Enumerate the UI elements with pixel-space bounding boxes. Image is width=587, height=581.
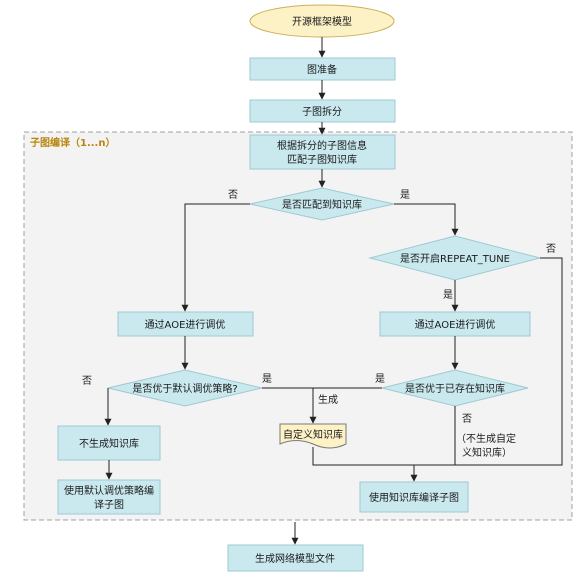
region-title: 子图编译（1...n） xyxy=(30,136,115,149)
aoe-right-box xyxy=(379,311,531,337)
no-kb-box xyxy=(57,425,161,461)
edge-label-matched-yes: 是 xyxy=(400,189,410,201)
match-info-label-2: 匹配子图知识库 xyxy=(287,153,357,166)
edge-label-matched-no: 否 xyxy=(228,189,238,201)
matched-decision-label: 是否匹配到知识库 xyxy=(282,198,362,211)
better-existing-decision-label: 是否优于已存在知识库 xyxy=(405,382,505,395)
custom-kb-document xyxy=(279,423,347,449)
edge-label-default-yes: 是 xyxy=(262,373,272,385)
edge-matched-no xyxy=(181,203,250,312)
no-kb-label: 不生成知识库 xyxy=(79,437,139,450)
edge-label-repeat-no: 否 xyxy=(546,243,556,255)
better-default-decision-label: 是否优于默认调优策略? xyxy=(132,382,237,395)
edge-label-existing-no: 否 xyxy=(462,413,472,425)
custom-kb-label: 自定义知识库 xyxy=(283,428,343,441)
prepare-label: 图准备 xyxy=(307,63,337,76)
edge-label-existing-yes: 是 xyxy=(375,373,385,385)
edge-note-line-1: （不生成自定 xyxy=(456,432,516,445)
split-label: 子图拆分 xyxy=(302,105,342,118)
edge-label-repeat-yes: 是 xyxy=(443,289,453,301)
gen-model-label: 生成网络模型文件 xyxy=(255,552,335,565)
default-compile-label-2: 译子图 xyxy=(94,499,124,511)
edge-label-generate: 生成 xyxy=(318,393,338,406)
default-compile-label-1: 使用默认调优策略编 xyxy=(64,484,154,497)
match-info-label-1: 根据拆分的子图信息 xyxy=(277,139,367,152)
kb-compile-label: 使用知识库编译子图 xyxy=(369,491,459,504)
aoe-left-box xyxy=(117,311,254,337)
kb-compile-box xyxy=(359,481,469,513)
match-info-box xyxy=(249,134,396,170)
edge-note-line-2: 义知识库） xyxy=(462,446,512,459)
aoe-left-label: 通过AOE进行调优 xyxy=(145,318,226,331)
repeat-tune-decision-label: 是否开启REPEAT_TUNE xyxy=(400,252,510,265)
aoe-right-label: 通过AOE进行调优 xyxy=(415,318,496,331)
gen-model-box xyxy=(227,544,364,572)
edge-repeat-no xyxy=(414,257,563,466)
start-label: 开源框架模型 xyxy=(292,15,352,28)
edge-label-default-no: 否 xyxy=(82,375,92,387)
better-existing-decision xyxy=(381,369,529,407)
edge-matched-yes xyxy=(394,203,459,236)
default-compile-box xyxy=(57,479,161,515)
edge-custom-merge xyxy=(312,447,414,466)
